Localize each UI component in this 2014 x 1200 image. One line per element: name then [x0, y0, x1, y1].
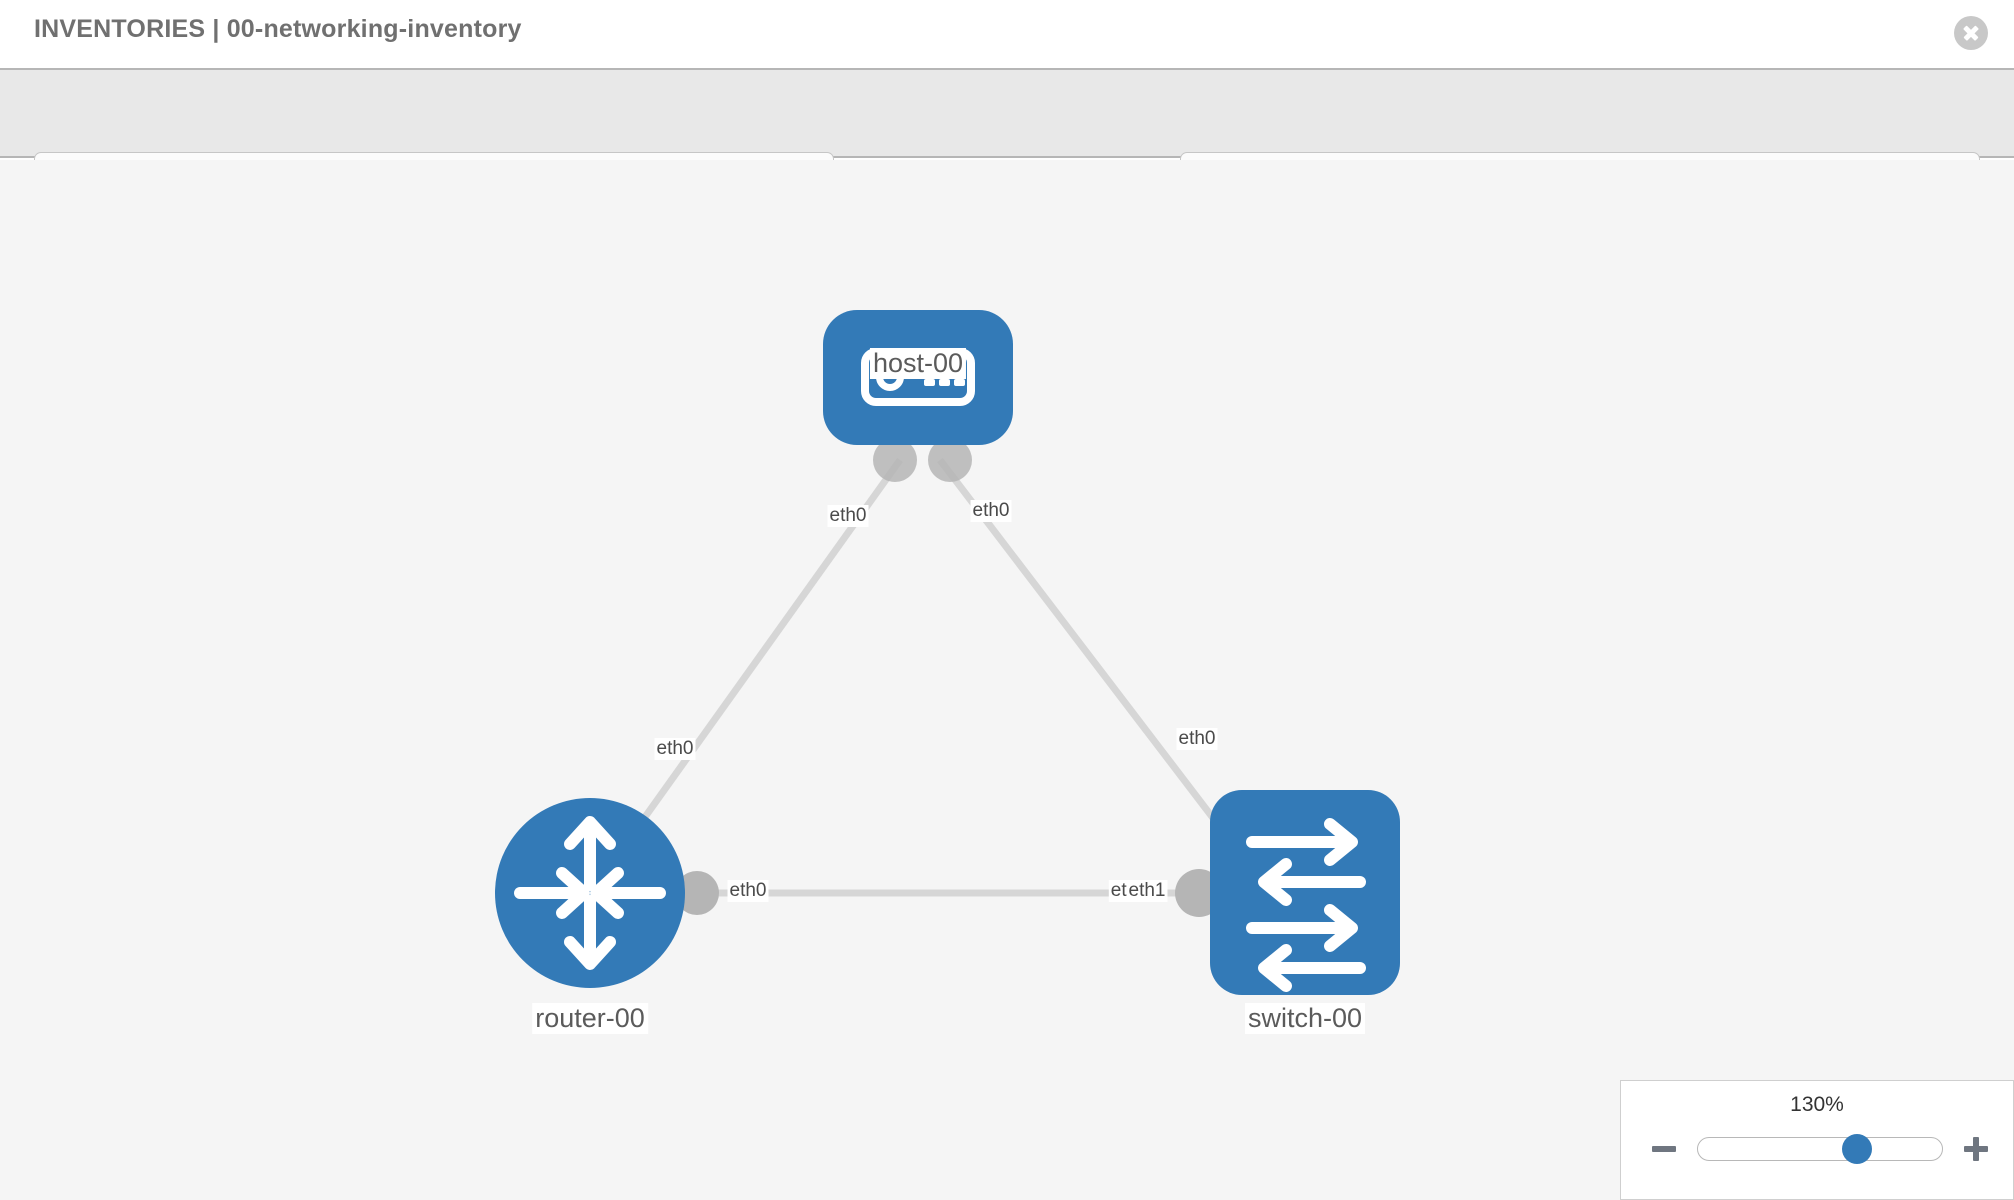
node-label-router-00: router-00: [532, 1003, 648, 1034]
node-label-switch-00: switch-00: [1244, 1003, 1366, 1034]
iface-label: eth1: [1126, 880, 1168, 902]
page-header: INVENTORIES | 00-networking-inventory: [0, 0, 2014, 68]
topology-canvas[interactable]: host-00 router-00 switch-00 eth0 eth0 et…: [0, 160, 2014, 1200]
edge-host00-switch00: [937, 457, 1248, 863]
zoom-control-panel: 130%: [1620, 1080, 2014, 1200]
iface-label: eth0: [1176, 728, 1218, 750]
iface-label: eth0: [827, 505, 869, 527]
node-label-host-00: host-00: [869, 348, 967, 379]
close-icon[interactable]: [1954, 16, 1988, 50]
topology-graph: [495, 310, 1400, 995]
topology-edges: [597, 457, 1248, 897]
zoom-slider-track[interactable]: [1697, 1134, 1943, 1164]
page-title: INVENTORIES | 00-networking-inventory: [34, 15, 522, 43]
edge-host00-router00: [597, 457, 903, 883]
toolbar: ACTIONS SEARCH: [0, 68, 2014, 202]
iface-label: eth0: [654, 738, 696, 760]
zoom-slider-row: [1621, 1129, 2013, 1169]
node-router-00: [495, 798, 685, 988]
iface-label: eth0: [727, 880, 769, 902]
node-switch-00: [1210, 790, 1400, 995]
zoom-in-button[interactable]: [1961, 1134, 1991, 1164]
endpoint-dot: [675, 871, 719, 915]
iface-label: eth0: [970, 500, 1012, 522]
zoom-out-button[interactable]: [1649, 1134, 1679, 1164]
zoom-level-value: 130%: [1790, 1093, 1844, 1116]
topology-endpoints: [675, 438, 1264, 917]
endpoint-dot: [928, 438, 972, 482]
zoom-slider-thumb[interactable]: [1841, 1134, 1872, 1164]
endpoint-dot: [873, 438, 917, 482]
